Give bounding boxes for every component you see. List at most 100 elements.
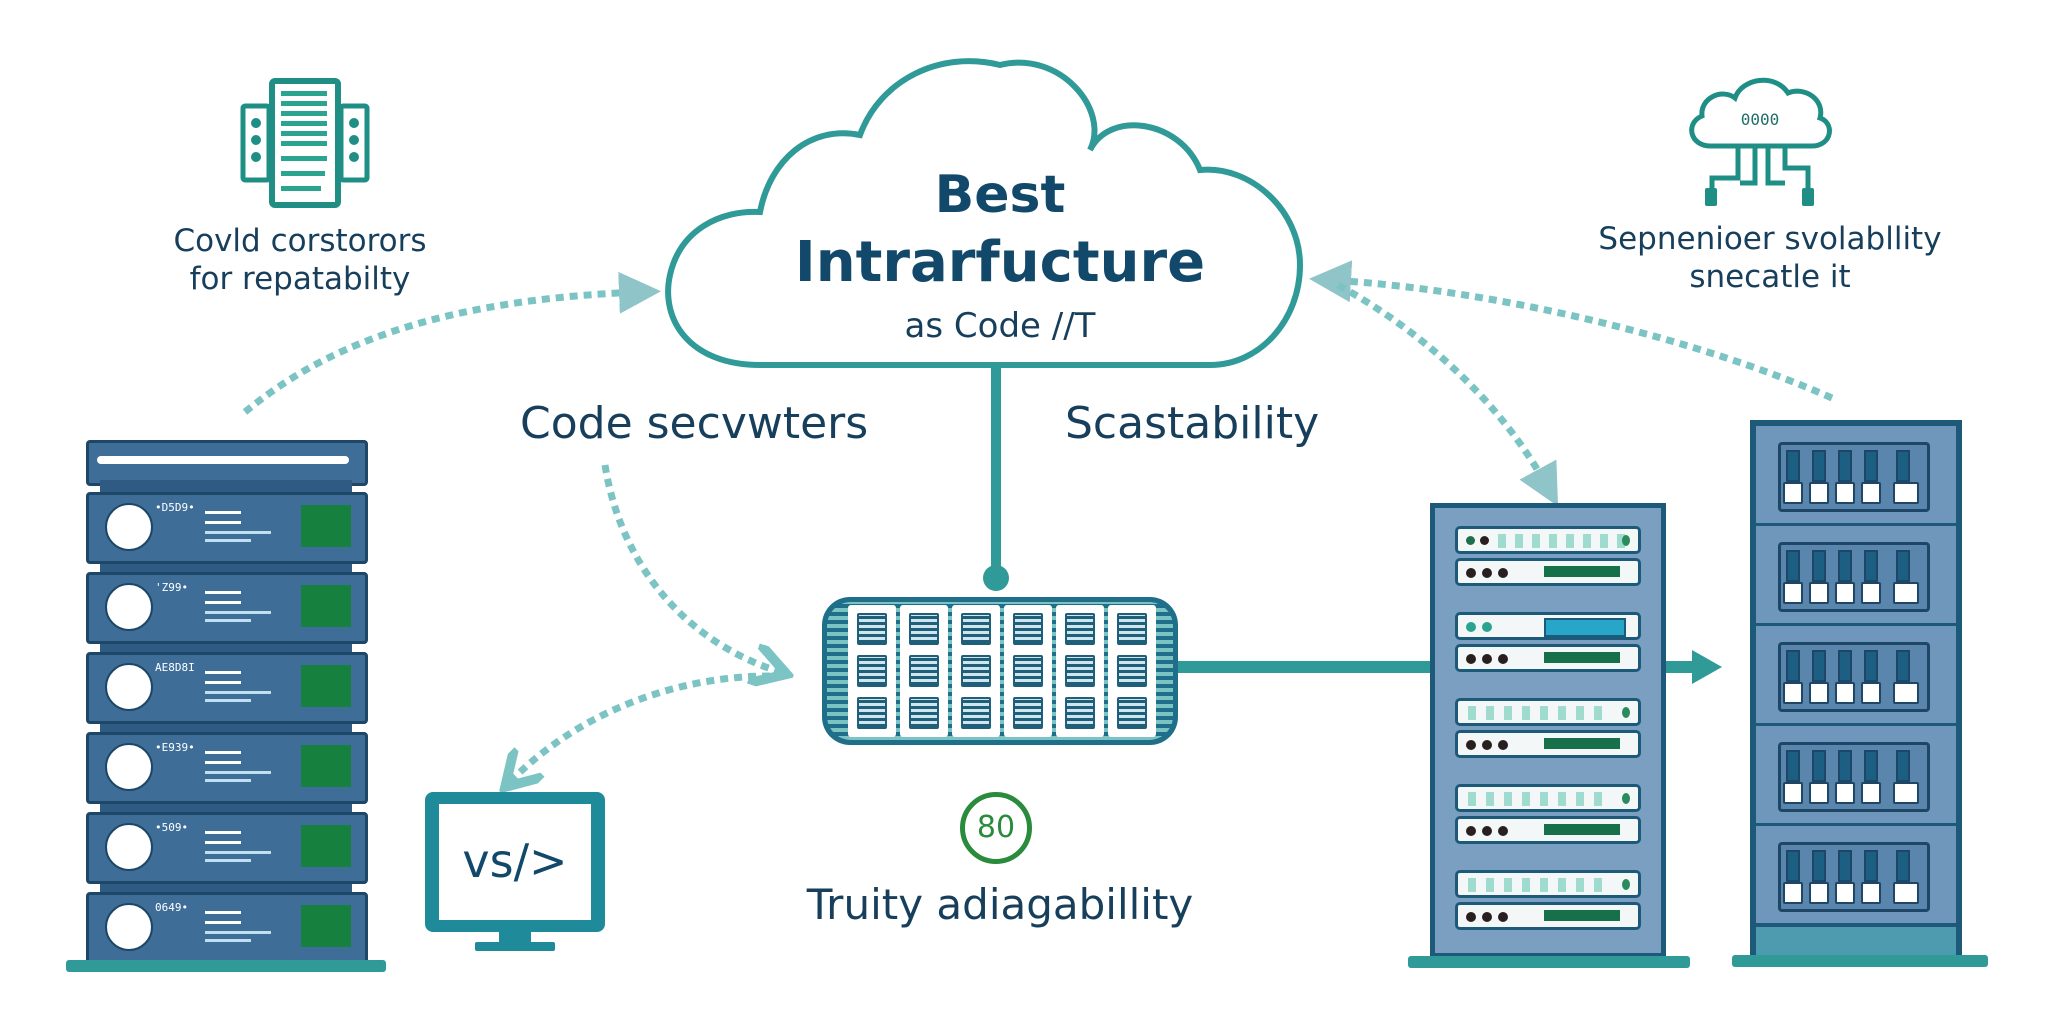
- chip-cell: [961, 613, 991, 645]
- drive-slot: [1786, 850, 1800, 882]
- drive-indicator: [1893, 582, 1919, 604]
- drive-slot: [1786, 450, 1800, 482]
- processor-chip: [822, 597, 1178, 745]
- status-panel: [301, 825, 351, 867]
- drive-slot: [1838, 850, 1852, 882]
- gauge-icon: [105, 503, 153, 551]
- cloud-network-glyph: 0000: [1741, 110, 1780, 129]
- drive-slot: [1864, 450, 1878, 482]
- drive-indicator: [1861, 882, 1881, 904]
- drive-indicator: [1809, 782, 1829, 804]
- drive-slot: [1812, 650, 1826, 682]
- server-unit: [1455, 612, 1641, 640]
- unit-code: 'Z99•: [155, 581, 189, 594]
- server-unit: [1455, 644, 1641, 672]
- server-unit: [1455, 816, 1641, 844]
- unit-code: AE8D8I: [155, 661, 195, 674]
- drive-slot: [1896, 750, 1910, 782]
- chip-column: [900, 605, 948, 737]
- right-rack-base: [1732, 955, 1988, 967]
- drive-slot: [1896, 450, 1910, 482]
- server-unit: [1455, 902, 1641, 930]
- chip-cell: [1065, 613, 1095, 645]
- chip-cell: [857, 655, 887, 687]
- drive-slot: [1786, 650, 1800, 682]
- storage-bay: [1756, 726, 1956, 826]
- chip-cell: [909, 697, 939, 729]
- unit-code: •E939•: [155, 741, 195, 754]
- middle-rack-base: [1408, 956, 1690, 968]
- server-unit: [1455, 870, 1641, 898]
- arrow-code-to-chip: [601, 464, 780, 672]
- drive-slot: [1864, 750, 1878, 782]
- unit-code: •509•: [155, 821, 189, 834]
- storage-bay: [1756, 526, 1956, 626]
- drive-slot: [1864, 550, 1878, 582]
- drive-slot: [1838, 450, 1852, 482]
- chip-cell: [1065, 655, 1095, 687]
- drive-indicator: [1835, 882, 1855, 904]
- server-unit: [1455, 730, 1641, 758]
- top-left-caption: Covld corstorors for repatabilty: [140, 222, 460, 298]
- drive-slot: [1786, 750, 1800, 782]
- chip-cell: [909, 655, 939, 687]
- drive-slot: [1896, 550, 1910, 582]
- chip-cell: [1117, 613, 1147, 645]
- left-rack-base: [66, 960, 386, 972]
- code-editor-monitor-icon: vs/>: [425, 792, 605, 951]
- chip-cell: [1013, 613, 1043, 645]
- rack-to-rack-arrowhead: [1692, 650, 1722, 684]
- top-right-caption-line2: snecatle it: [1689, 259, 1851, 295]
- gauge-icon: [105, 663, 153, 711]
- drive-indicator: [1783, 582, 1803, 604]
- drive-indicator: [1893, 782, 1919, 804]
- chip-column: [848, 605, 896, 737]
- rack-unit: AE8D8I: [86, 652, 368, 724]
- storage-bay: [1756, 826, 1956, 926]
- chip-cell: [857, 613, 887, 645]
- arrow-left-to-cloud: [242, 271, 661, 415]
- drive-slot: [1812, 750, 1826, 782]
- drive-slot: [1812, 450, 1826, 482]
- gauge-icon: [105, 743, 153, 791]
- drive-slot: [1838, 750, 1852, 782]
- chip-cell: [1117, 697, 1147, 729]
- drive-slot: [1786, 550, 1800, 582]
- drive-indicator: [1893, 882, 1919, 904]
- gauge-icon: [105, 823, 153, 871]
- drive-indicator: [1809, 482, 1829, 504]
- drive-slot: [1812, 850, 1826, 882]
- status-panel: [301, 585, 351, 627]
- drive-indicator: [1809, 682, 1829, 704]
- drive-slot: [1838, 650, 1852, 682]
- drive-indicator: [1809, 882, 1829, 904]
- chip-cell: [857, 697, 887, 729]
- rack-unit: •509•: [86, 812, 368, 884]
- status-panel: [301, 745, 351, 787]
- server-document-icon: [240, 78, 370, 208]
- drive-indicator: [1783, 782, 1803, 804]
- drive-indicator: [1861, 782, 1881, 804]
- drive-indicator: [1835, 682, 1855, 704]
- chip-cell: [1013, 655, 1043, 687]
- score-badge: 80: [960, 792, 1032, 864]
- chip-cell: [1013, 697, 1043, 729]
- rack-unit: 0649•: [86, 892, 368, 964]
- rack-unit: 'Z99•: [86, 572, 368, 644]
- code-servers-label: Code secvwters: [520, 398, 869, 449]
- right-storage-rack: [1750, 420, 1962, 960]
- storage-bay: [1756, 626, 1956, 726]
- status-panel: [301, 905, 351, 947]
- drive-indicator: [1783, 882, 1803, 904]
- unit-code: 0649•: [155, 901, 189, 914]
- gauge-icon: [105, 583, 153, 631]
- chip-cell: [961, 697, 991, 729]
- drive-indicator: [1783, 682, 1803, 704]
- cloud-title-line1: Best: [934, 165, 1066, 225]
- monitor-code-text: vs/>: [462, 834, 568, 888]
- drive-indicator: [1861, 582, 1881, 604]
- server-unit: [1455, 526, 1641, 554]
- chip-cell: [1117, 655, 1147, 687]
- left-server-rack: •D5D9• 'Z99• AE8D8I •E939•: [86, 440, 368, 970]
